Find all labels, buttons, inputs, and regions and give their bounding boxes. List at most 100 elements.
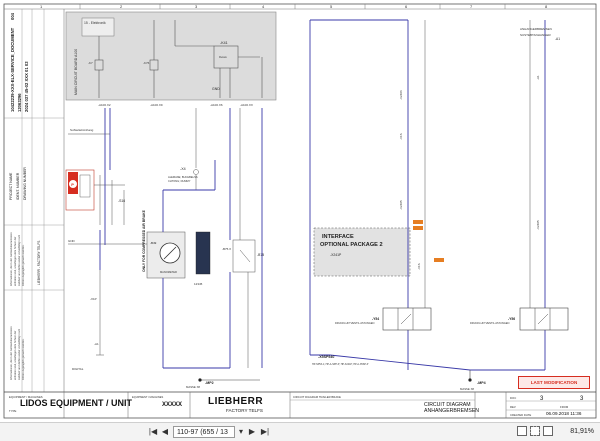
two-page-view-icon[interactable] bbox=[543, 426, 553, 436]
svg-text:2: 2 bbox=[120, 4, 123, 9]
viewer-toolbar: |◀ ◀ 110-97 (655 / 13 ▾ ▶ ▶| 81,91% bbox=[0, 422, 600, 441]
svg-text:EQUIPMENT / MACHINES: EQUIPMENT / MACHINES bbox=[9, 395, 43, 399]
svg-text:Dritten zugänglich gemacht wer: Dritten zugänglich gemacht werden. bbox=[21, 338, 25, 380]
svg-text:10422239-XXX-ELX-SERVICE_DOCUM: 10422239-XXX-ELX-SERVICE_DOCUMENT bbox=[10, 27, 15, 112]
svg-text:-B75.X: -B75.X bbox=[222, 247, 231, 251]
liebherr-logo: LIEBHERR bbox=[208, 396, 264, 407]
svg-text:Liebherr und dürfen weder verv: Liebherr und dürfen weder vervielfältigt… bbox=[17, 234, 21, 286]
svg-text:-X4: -X4 bbox=[180, 167, 186, 171]
svg-text:TYPE: TYPE bbox=[9, 409, 16, 413]
svg-text:SUSTEBTANHANGER: SUSTEBTANHANGER bbox=[520, 33, 551, 37]
circuit-diagram: 1 2 3 4 5 6 7 8 10422239-XXX-ELX-SERVICE… bbox=[3, 3, 597, 419]
svg-text:-X1S: -X1S bbox=[417, 263, 421, 270]
svg-text:CHTONG; DUMMY: CHTONG; DUMMY bbox=[168, 179, 191, 183]
svg-text:-K7: -K7 bbox=[88, 61, 93, 65]
svg-text:ANHANGERBREMSEN: ANHANGERBREMSEN bbox=[520, 27, 552, 31]
page-dropdown-button[interactable]: ▾ bbox=[238, 427, 243, 436]
svg-text:-X1P: -X1P bbox=[90, 297, 97, 301]
main-circuit-board bbox=[65, 11, 277, 101]
svg-text:15 - Elektronik: 15 - Elektronik bbox=[84, 21, 106, 25]
next-page-button[interactable]: ▶ bbox=[248, 427, 256, 436]
svg-text:-A100.X9: -A100.X9 bbox=[150, 103, 163, 107]
svg-text:LIEBHERR - FACTORY TELFS: LIEBHERR - FACTORY TELFS bbox=[37, 241, 41, 285]
title-block-created-value: 06.09.2018 11:36 bbox=[546, 411, 582, 416]
svg-text:-K76: -K76 bbox=[143, 61, 150, 65]
svg-text:-A1: -A1 bbox=[94, 342, 99, 346]
svg-text:ALEMANE; BUCHBELSS: ALEMANE; BUCHBELSS bbox=[168, 175, 198, 179]
svg-text:-S16: -S16 bbox=[118, 199, 125, 203]
title-block-doc-value: 3 bbox=[540, 396, 544, 402]
svg-text:-X1S: -X1S bbox=[399, 133, 403, 140]
svg-text:6: 6 bbox=[405, 4, 408, 9]
svg-text:12063296: 12063296 bbox=[17, 93, 22, 112]
svg-text:DOC: DOC bbox=[510, 396, 516, 400]
wire-blue bbox=[99, 108, 111, 270]
doc-number-block: 10422239-XXX-ELX-SERVICE_DOCUMENT 120632… bbox=[9, 12, 41, 285]
svg-text:-X241P: -X241P bbox=[330, 253, 342, 257]
svg-text:SuSteltebAnhang: SuSteltebAnhang bbox=[70, 128, 94, 132]
disclaimer-block: Informationen, die in der Gerätedokument… bbox=[9, 232, 25, 380]
first-page-button[interactable]: |◀ bbox=[148, 427, 158, 436]
svg-text:MASSE X8: MASSE X8 bbox=[186, 385, 200, 389]
fit-width-icon[interactable] bbox=[530, 426, 540, 436]
svg-text:CREATED DATE: CREATED DATE bbox=[510, 413, 531, 417]
svg-text:DRUCKLUFTVENTIL ATZUNGEN: DRUCKLUFTVENTIL ATZUNGEN bbox=[470, 321, 509, 325]
svg-text:-X5SP540: -X5SP540 bbox=[318, 355, 334, 359]
svg-text:Dritten zugänglich gemacht wer: Dritten zugänglich gemacht werden. bbox=[21, 244, 25, 286]
svg-text:EQUIPMENT / MACHINES: EQUIPMENT / MACHINES bbox=[132, 395, 163, 399]
svg-text:4: 4 bbox=[262, 4, 265, 9]
svg-text:-K41: -K41 bbox=[220, 41, 228, 45]
interface-optional-package bbox=[313, 227, 411, 277]
title-block-company: LIDOS EQUIPMENT / UNIT bbox=[20, 398, 133, 408]
svg-text:MANOMETER: MANOMETER bbox=[160, 270, 177, 274]
svg-text:enthalten sind, unterliegen de: enthalten sind, unterliegen dem Schutz d… bbox=[13, 237, 17, 286]
title-block-sheet-value: 3 bbox=[580, 396, 584, 402]
svg-text:PROJECT NAME: PROJECT NAME bbox=[9, 172, 13, 200]
svg-text:-X2406: -X2406 bbox=[399, 90, 403, 100]
svg-text:CIRCUIT DIAGRAM TRAILER BRAKE: CIRCUIT DIAGRAM TRAILER BRAKE bbox=[293, 395, 341, 399]
page-number-field[interactable]: 110-97 (655 / 13 bbox=[173, 426, 235, 438]
previous-page-button[interactable]: ◀ bbox=[161, 427, 169, 436]
svg-text:enthalten sind, unterliegen de: enthalten sind, unterliegen dem Schutz d… bbox=[13, 331, 17, 380]
svg-text:-A100.XX: -A100.XX bbox=[240, 103, 253, 107]
single-page-view-icon[interactable] bbox=[517, 426, 527, 436]
title-block-subtitle: ANHANGERBREMSEN bbox=[424, 408, 480, 414]
svg-text:ONLY FOR COMPRESSED AIR BRAKE: ONLY FOR COMPRESSED AIR BRAKE bbox=[142, 209, 146, 272]
svg-text:3: 3 bbox=[195, 4, 198, 9]
svg-text:INTERFACE: INTERFACE bbox=[322, 234, 354, 240]
svg-text:-MP2: -MP2 bbox=[205, 381, 214, 385]
svg-text:P: P bbox=[71, 182, 74, 187]
svg-text:-B75: -B75 bbox=[257, 253, 264, 257]
svg-text:DRAWING NUMBER: DRAWING NUMBER bbox=[23, 167, 27, 200]
svg-text:MASSE X8: MASSE X8 bbox=[460, 387, 474, 391]
svg-text:-Y56: -Y56 bbox=[508, 317, 515, 321]
svg-text:Relais: Relais bbox=[219, 55, 227, 59]
svg-text:GND: GND bbox=[212, 87, 220, 91]
svg-text:IDENT. NUMBER: IDENT. NUMBER bbox=[16, 172, 20, 200]
svg-text:MAIN CIRCUIT BOARD A100: MAIN CIRCUIT BOARD A100 bbox=[74, 49, 78, 95]
svg-text:12345: 12345 bbox=[194, 282, 203, 286]
last-page-button[interactable]: ▶| bbox=[260, 427, 270, 436]
svg-text:DIGITAL: DIGITAL bbox=[72, 367, 84, 371]
title-block-circuit-diagram: CIRCUIT DIAGRAM bbox=[424, 402, 471, 408]
last-modification-label: LAST MODIFICATION bbox=[530, 380, 578, 385]
svg-text:-A100.X6: -A100.X6 bbox=[210, 103, 223, 107]
svg-text:2024 037 45-02 XXX 01 03: 2024 037 45-02 XXX 01 03 bbox=[24, 61, 29, 112]
svg-text:Informationen, die in der Gerä: Informationen, die in der Gerätedokument… bbox=[9, 232, 13, 286]
svg-text:-A1: -A1 bbox=[536, 75, 540, 80]
connector-arrow-icons bbox=[413, 220, 444, 262]
grid-top: 1 2 3 4 5 6 7 8 bbox=[40, 4, 548, 9]
svg-text:-X2405: -X2405 bbox=[536, 220, 540, 230]
svg-text:-B49: -B49 bbox=[150, 241, 157, 245]
svg-text:-Y54: -Y54 bbox=[372, 317, 379, 321]
zoom-level[interactable]: 81,91% bbox=[570, 428, 594, 435]
svg-text:-MP4: -MP4 bbox=[477, 381, 486, 385]
last-modification-badge: LAST MODIFICATION bbox=[518, 376, 590, 389]
title-block-factory: FACTORY TELFS bbox=[226, 408, 263, 413]
svg-text:Informationen, die in der Gerä: Informationen, die in der Gerätedokument… bbox=[9, 326, 13, 380]
svg-text:FROM: FROM bbox=[560, 405, 569, 409]
svg-text:8: 8 bbox=[545, 4, 548, 9]
svg-text:-A1: -A1 bbox=[555, 37, 560, 41]
title-block-name-placeholder: XXXXX bbox=[162, 402, 183, 408]
wire-blue-right bbox=[309, 19, 546, 371]
